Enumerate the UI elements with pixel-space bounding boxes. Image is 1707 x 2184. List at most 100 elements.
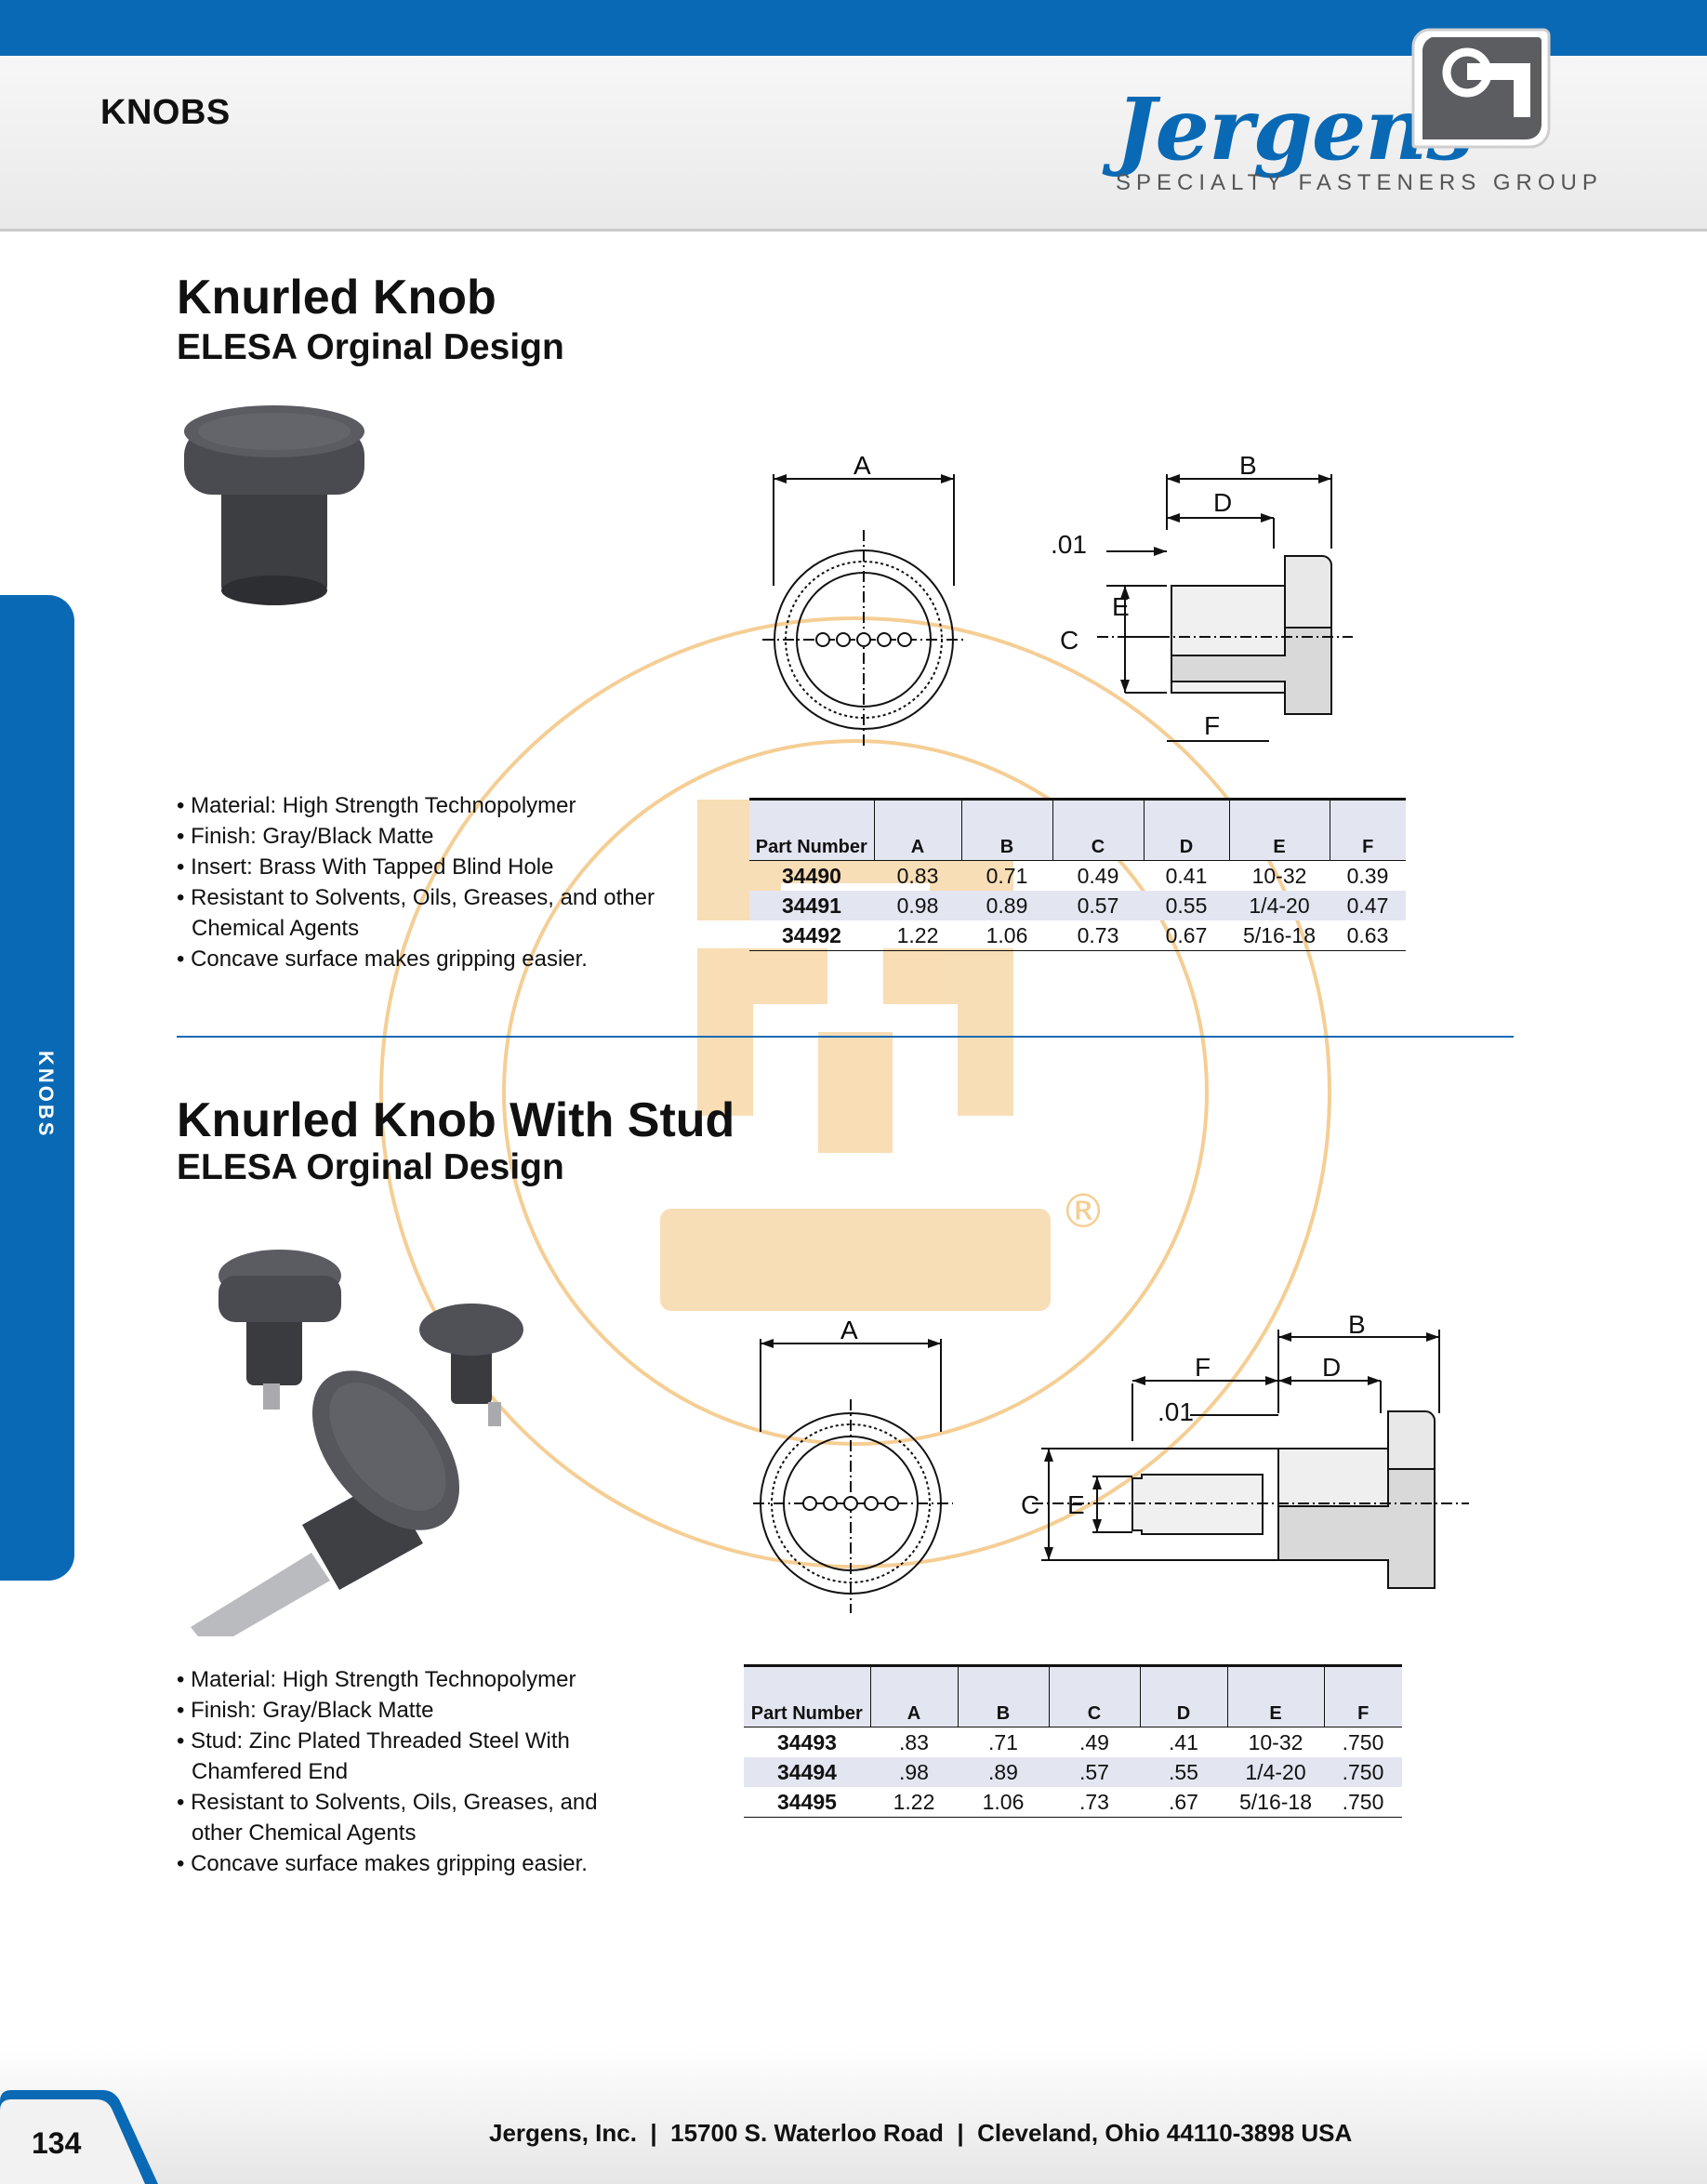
dim-label-b: B [1348,1311,1366,1339]
part-number-cell: 34494 [744,1757,870,1787]
table-cell: .89 [958,1757,1049,1787]
table-cell: .750 [1324,1757,1402,1787]
table-header-row: Part Number A B C D E F [744,1664,1402,1727]
table-cell: 0.83 [896,863,939,888]
table-header-row: Part Number A B C D E F [749,798,1406,861]
column-header: B [957,1664,1049,1727]
spec-table: Part Number A B C D E F 34493 .83 .71 .4… [744,1664,1402,1818]
dim-label-c: C [1060,626,1078,655]
part-number-cell: 34491 [749,891,874,920]
table-row: 34490 0.83 0.71 0.49 0.41 10-32 0.39 [749,861,1406,892]
dimension-drawing-front-view: A [762,451,967,748]
section-divider [177,1036,1514,1038]
footer-address: Jergens, Inc. | 15700 S. Waterloo Road |… [489,2119,1353,2147]
dim-label-tol: .01 [1158,1397,1194,1426]
table-cell: 0.71 [986,863,1028,888]
brand-logo-icon [1411,28,1551,149]
table-cell: 1.06 [958,1787,1049,1818]
brand-tagline: SPECIALTY FASTENERS GROUP [1116,170,1603,195]
column-header: E [1226,1664,1324,1727]
dim-label-d: D [1322,1353,1341,1382]
part-number-cell: 34495 [744,1787,870,1818]
table-cell: .83 [899,1729,929,1754]
spec-table: Part Number A B C D E F 34490 0.83 0.71 … [749,798,1406,951]
side-tab-label: KNOBS [34,1051,58,1139]
column-header: F [1323,1664,1402,1727]
dim-label-f: F [1195,1353,1211,1382]
dim-label-d: D [1213,488,1232,517]
feature-item: Insert: Brass With Tapped Blind Hole [177,852,697,882]
dim-label-c: C [1021,1490,1039,1519]
page-footer [0,2045,1707,2184]
table-cell: .67 [1140,1787,1227,1818]
feature-item: Finish: Gray/Black Matte [177,821,697,852]
side-section-tab [0,595,74,1581]
product-title: Knurled Knob [177,271,496,324]
table-cell: 0.41 [1165,863,1208,888]
table-cell: 1.22 [874,920,961,951]
table-cell: 0.89 [961,891,1052,920]
column-header: B [960,798,1052,861]
dim-label-tol: .01 [1051,530,1087,559]
part-number-cell: 34492 [749,920,874,951]
page-number-tab [0,2090,158,2184]
dim-label-a: A [840,1316,858,1344]
table-cell: .750 [1324,1787,1402,1818]
dim-label-a: A [854,451,871,480]
table-cell: .55 [1140,1757,1227,1787]
table-cell: .73 [1049,1787,1140,1818]
product-subtitle: ELESA Orginal Design [177,327,564,367]
table-row: 34493 .83 .71 .49 .41 10-32 .750 [744,1727,1402,1758]
product-photo-knob-with-stud [191,1250,523,1636]
column-header: F [1329,798,1406,861]
product-title: Knurled Knob With Stud [177,1093,735,1147]
table-cell: 1.06 [961,920,1052,951]
column-header: Part Number [749,798,874,861]
part-number-cell: 34493 [777,1729,837,1754]
table-cell: 0.63 [1330,920,1406,951]
table-cell: 1/4-20 [1227,1757,1324,1787]
dim-label-f: F [1204,711,1220,740]
table-cell: .49 [1079,1729,1109,1754]
column-header: C [1048,1664,1140,1727]
table-cell: 0.57 [1052,891,1144,920]
product-subtitle: ELESA Orginal Design [177,1147,564,1187]
dim-label-b: B [1239,451,1257,480]
feature-list: Material: High Strength Technopolymer Fi… [177,1664,623,1879]
product-photo-knob [184,405,364,605]
table-cell: 0.98 [874,891,961,920]
dimension-drawing-side-view: B D .01 E C F [1051,451,1353,742]
column-header: C [1052,798,1144,861]
section-title: KNOBS [100,93,231,132]
feature-item: Material: High Strength Technopolymer [177,1664,623,1695]
table-cell: 1.22 [870,1787,958,1818]
feature-list: Material: High Strength Technopolymer Fi… [177,790,697,974]
column-header: A [869,1664,958,1727]
table-cell: 1/4-20 [1229,891,1330,920]
page-number: 134 [32,2126,82,2160]
table-row: 34494 .98 .89 .57 .55 1/4-20 .750 [744,1757,1402,1787]
table-cell: 5/16-18 [1227,1787,1324,1818]
table-row: 34492 1.22 1.06 0.73 0.67 5/16-18 0.63 [749,920,1406,951]
table-cell: 0.73 [1052,920,1144,951]
dimension-drawing-stud-front-view: A [753,1316,953,1613]
feature-item: Stud: Zinc Plated Threaded Steel With Ch… [177,1726,623,1787]
feature-item: Concave surface makes gripping easier. [177,1848,623,1879]
feature-item: Material: High Strength Technopolymer [177,790,697,821]
column-header: A [873,798,961,861]
table-cell: .41 [1169,1729,1198,1754]
column-header: E [1228,798,1330,861]
dimension-drawing-stud-side-view: B F D .01 C E [1021,1311,1469,1589]
table-cell: .750 [1342,1729,1384,1754]
table-cell: 0.39 [1346,863,1389,888]
table-cell: .98 [870,1757,958,1787]
column-header: D [1143,798,1229,861]
feature-item: Concave surface makes gripping easier. [177,944,697,974]
table-row: 34495 1.22 1.06 .73 .67 5/16-18 .750 [744,1787,1402,1818]
dim-label-e: E [1067,1490,1085,1519]
column-header: D [1139,1664,1227,1727]
table-cell: 0.47 [1330,891,1406,920]
part-number-cell: 34490 [782,863,841,888]
table-cell: 0.55 [1144,891,1229,920]
column-header: Part Number [744,1664,870,1727]
